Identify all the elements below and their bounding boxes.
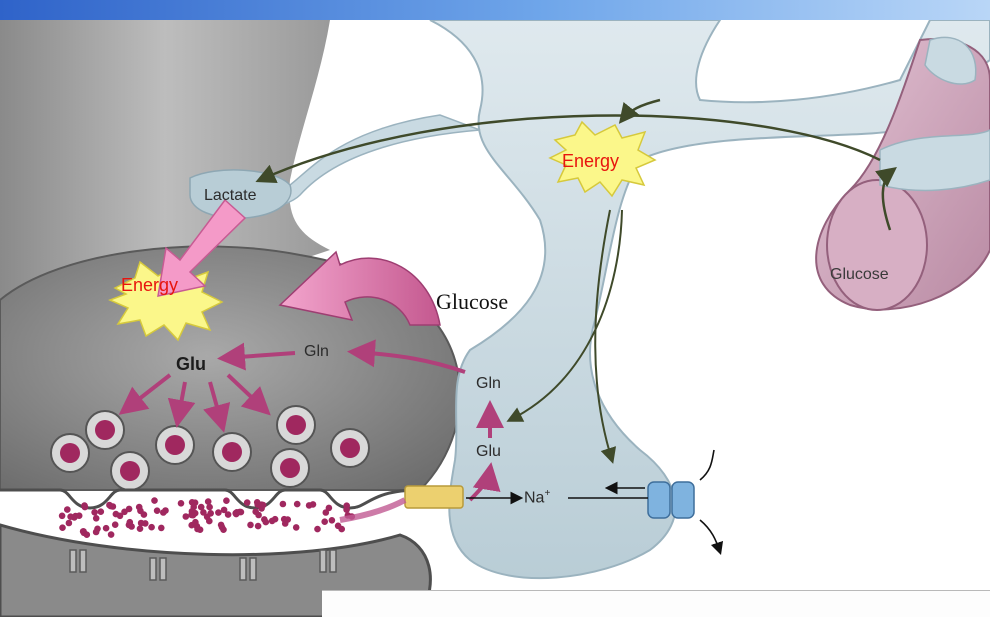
glutamate-dot [59, 513, 66, 520]
glutamate-dot [306, 502, 313, 509]
gln-astrocyte-label: Gln [476, 376, 501, 392]
sodium-charge: + [544, 488, 550, 499]
glutamate-dot [91, 509, 98, 516]
glutamate-dot [280, 501, 287, 508]
glucose-side-label: Glucose [436, 291, 508, 313]
glutamate-dot [189, 508, 196, 515]
glutamate-dot [221, 507, 228, 514]
glutamate-dot [237, 509, 244, 516]
glutamate-dot [137, 525, 144, 532]
glutamate-dot [66, 520, 73, 527]
glutamate-transporter [405, 486, 463, 508]
sodium-symbol: Na [524, 489, 544, 506]
glutamate-dot [247, 522, 254, 529]
glutamate-dot [67, 513, 74, 520]
glutamate-dot [137, 508, 144, 515]
caption-box [322, 590, 990, 617]
slide-header-bar [0, 0, 990, 20]
glutamate-dot [223, 497, 230, 504]
glutamate-dot [244, 499, 251, 506]
glutamate-dot [206, 518, 213, 525]
gln-neuron-label: Gln [304, 344, 329, 360]
glutamate-dot [314, 526, 321, 533]
glutamate-dot [197, 526, 204, 533]
vessel-lumen [827, 180, 927, 310]
glutamate-dot [106, 502, 113, 509]
glutamate-dot [207, 510, 214, 517]
glutamate-dot [215, 509, 222, 516]
glutamate-dot [335, 523, 342, 530]
glutamate-dot [126, 506, 133, 513]
glucose-vessel-label: Glucose [830, 267, 889, 283]
glutamate-dot [294, 501, 301, 508]
glutamate-dot [93, 515, 100, 522]
glutamate-dot [138, 520, 145, 527]
glutamate-dot [108, 531, 115, 538]
glutamate-dot [263, 519, 270, 526]
glutamate-dot [252, 508, 259, 515]
glutamate-dot [323, 509, 330, 516]
sodium-label: Na+ [524, 489, 550, 506]
glutamate-dot [272, 516, 279, 523]
glutamate-dot [59, 524, 66, 531]
glutamate-dot [178, 500, 185, 507]
glutamate-dot [329, 517, 336, 524]
energy-neuron-label: Energy [121, 276, 178, 294]
energy-astrocyte-label: Energy [562, 152, 619, 170]
glutamate-dot [103, 525, 110, 532]
synapse-illustration [0, 20, 990, 617]
glutamate-dot [183, 513, 190, 520]
glu-neuron-label: Glu [176, 355, 206, 373]
lactate-label: Lactate [204, 188, 256, 204]
glutamate-dot [189, 499, 196, 506]
glutamate-dot [154, 507, 161, 514]
glutamate-dot [321, 518, 328, 525]
glutamate-dot [260, 502, 267, 509]
glutamate-dot [158, 525, 165, 532]
glutamate-dot [98, 508, 105, 515]
glutamate-dot [127, 519, 134, 526]
glutamate-dot [282, 520, 289, 527]
glutamate-dot [112, 521, 119, 528]
glutamate-dot [200, 509, 207, 516]
glutamate-dot [80, 528, 87, 535]
glutamate-dot [82, 504, 89, 511]
glutamate-dot [206, 504, 213, 511]
glutamate-dot [64, 506, 71, 513]
glutamate-dot [148, 524, 155, 531]
glutamate-dot [192, 519, 199, 526]
glu-astrocyte-label: Glu [476, 444, 501, 460]
glutamate-dot [151, 497, 158, 504]
glutamate-dot [205, 498, 212, 505]
glutamate-dot [160, 509, 167, 516]
glutamate-dot [93, 529, 100, 536]
glutamate-dot [293, 524, 300, 531]
glutamate-dot [255, 523, 262, 530]
synaptic-membrane [0, 490, 440, 508]
glutamate-dot [220, 526, 227, 533]
glutamate-dot [343, 506, 350, 513]
glutamate-dot [117, 513, 124, 520]
